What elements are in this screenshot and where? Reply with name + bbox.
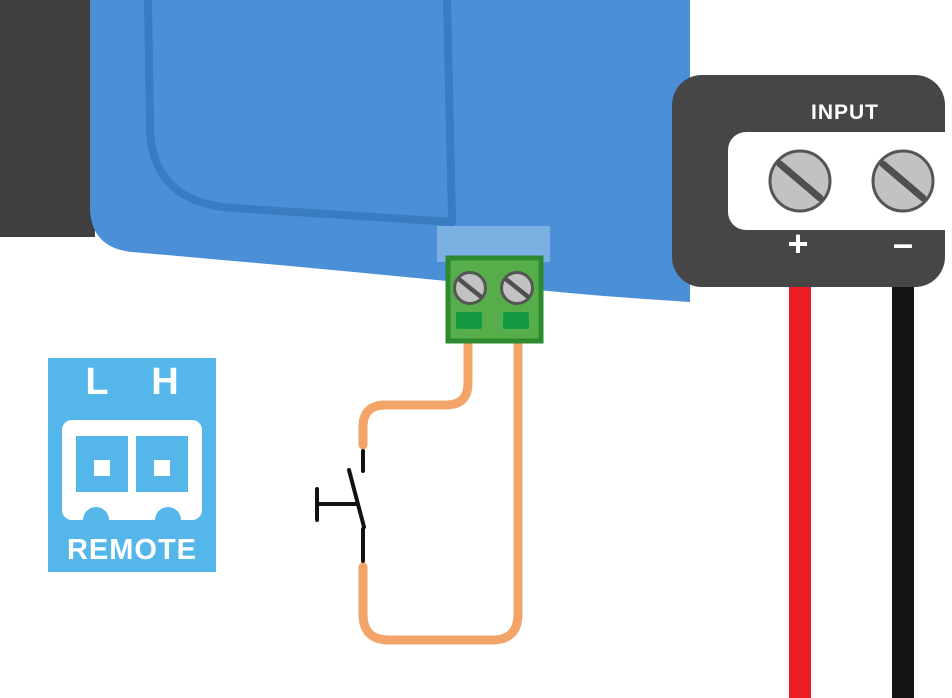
remote-terminal-block [445, 255, 544, 344]
legend-notch-left [83, 507, 109, 533]
battery-wire-negative [892, 275, 914, 698]
remote-switch-symbol [315, 449, 366, 563]
remote-wire-left [358, 336, 473, 450]
switch-lever [347, 468, 366, 529]
charger-top-outline [144, 0, 456, 226]
input-positive-label: + [787, 223, 808, 264]
input-panel-label: INPUT [811, 101, 879, 124]
terminal-screw-left-slot-icon [457, 277, 483, 299]
remote-wire-return [358, 336, 523, 645]
legend-pin-h-label: H [151, 361, 178, 403]
input-negative-label: – [893, 223, 913, 264]
battery-wire-positive [789, 275, 811, 698]
legend-title: REMOTE [67, 534, 197, 566]
terminal-pin-right [503, 312, 529, 329]
terminal-screw-right-slot-icon [504, 277, 530, 299]
remote-legend: L H REMOTE [48, 358, 216, 572]
input-panel: INPUT + – [672, 75, 952, 287]
legend-notch-right [155, 507, 181, 533]
charger-body [90, 0, 690, 302]
legend-port-left-pin [94, 460, 110, 476]
legend-port-right-pin [154, 460, 170, 476]
terminal-pin-left [456, 312, 482, 329]
charger-panel-seam [443, 0, 456, 223]
input-screw-positive-slot-icon [776, 160, 824, 202]
chassis-end [0, 0, 95, 237]
legend-pin-l-label: L [85, 361, 108, 403]
input-screw-negative-slot-icon [879, 160, 927, 202]
